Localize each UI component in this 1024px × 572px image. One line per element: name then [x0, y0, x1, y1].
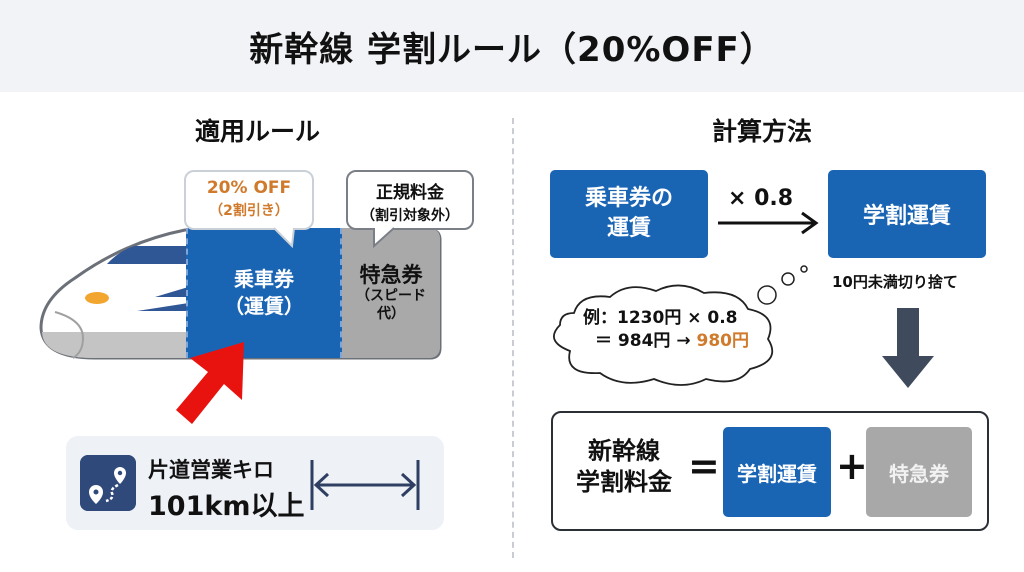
regular-callout-sub: （割引対象外）: [361, 208, 459, 224]
express-ticket-label: 特急券: [359, 262, 423, 287]
discount-callout: 20% OFF （2割引き）: [184, 170, 314, 230]
express-ticket-sublabel: （スピード: [356, 288, 426, 305]
rules-heading: 適用ルール: [195, 117, 321, 146]
formula-student-fare-box: 学割運賃: [723, 427, 831, 517]
formula-label: 新幹線 学割料金: [576, 436, 672, 498]
formula-term2: 特急券: [889, 461, 949, 486]
express-ticket-sublabel-2: 代）: [377, 305, 405, 322]
thought-cloud-icon: [553, 265, 808, 386]
example-line2: ＝ 984円 → 980円: [583, 330, 749, 353]
equals-sign: =: [688, 444, 720, 488]
page-title: 新幹線 学割ルール（20%OFF）: [249, 29, 775, 70]
plus-sign: +: [836, 444, 868, 488]
distance-value: 101km以上: [148, 491, 305, 522]
example-calculation: 例：1230円 × 0.8 ＝ 984円 → 980円: [583, 307, 749, 353]
fare-ticket-section: 乗車券 （運賃）: [186, 228, 342, 358]
example-line1: 例：1230円 × 0.8: [583, 308, 738, 328]
regular-price-callout: 正規料金 （割引対象外）: [346, 170, 474, 230]
calculation-heading: 計算方法: [712, 117, 813, 146]
fare-box: 乗車券の 運賃: [550, 170, 708, 258]
formula-label-line1: 新幹線: [588, 437, 660, 465]
callout-tail: [373, 227, 395, 248]
fare-ticket-label: 乗車券: [234, 267, 294, 291]
rounding-note: 10円未満切り捨て: [832, 273, 958, 291]
multiplier-label: × 0.8: [728, 186, 794, 211]
regular-callout-title: 正規料金: [376, 183, 444, 203]
fare-box-line2: 運賃: [606, 216, 651, 241]
fare-ticket-sublabel: （運賃）: [224, 294, 304, 318]
section-divider: [512, 118, 514, 558]
student-fare-label: 学割運賃: [862, 204, 951, 229]
fare-box-line1: 乗車券の: [584, 186, 673, 212]
example-result: 980円: [696, 330, 750, 351]
right-arrow-icon: [718, 211, 819, 235]
student-fare-box: 学割運賃: [828, 170, 986, 258]
formula-express-box: 特急券: [866, 427, 972, 517]
express-ticket-section: 特急券 （スピード 代）: [342, 228, 440, 358]
map-route-icon: [80, 455, 136, 511]
discount-callout-title: 20% OFF: [206, 178, 292, 198]
callout-tail: [273, 227, 295, 248]
down-arrow-icon: [882, 308, 934, 388]
discount-callout-sub: （2割引き）: [209, 203, 289, 219]
distance-condition-card: 片道営業キロ 101km以上: [66, 436, 444, 530]
example-line2-prefix: ＝ 984円 →: [595, 330, 697, 351]
formula-term1: 学割運賃: [737, 461, 817, 486]
distance-span-icon: [310, 460, 420, 510]
distance-label: 片道営業キロ: [148, 458, 274, 482]
formula-label-line2: 学割料金: [576, 468, 672, 497]
title-banner: 新幹線 学割ルール（20%OFF）: [0, 0, 1024, 92]
pointer-arrow-icon: [176, 342, 244, 424]
